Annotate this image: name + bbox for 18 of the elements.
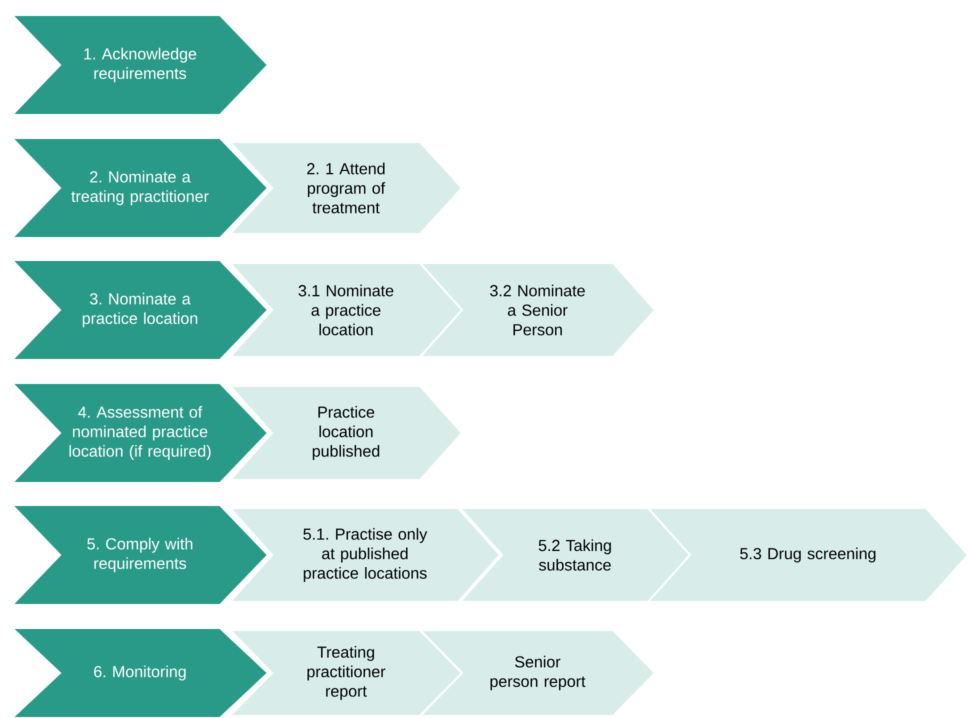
- step-box: 6. Monitoring: [9, 627, 270, 718]
- step-box: 3.2 Nominate a Senior Person: [418, 262, 656, 358]
- step-box: Senior person report: [418, 629, 656, 717]
- step-box: 5.3 Drug screening: [646, 507, 969, 603]
- node-label: 5.3 Drug screening: [740, 548, 876, 562]
- step-box: 5.1. Practise only at published practice locations: [228, 507, 502, 603]
- node-label: Treating practitioner report: [307, 646, 386, 700]
- step-box: 3.1 Nominate a practice location: [228, 262, 464, 358]
- step-box: 2. 1 Attend program of treatment: [228, 141, 464, 235]
- step-box: 2. Nominate a treating practitioner: [10, 137, 270, 239]
- node-label: Senior person report: [490, 656, 586, 690]
- step-box: 5. Comply with requirements: [10, 504, 270, 606]
- step-box: 4. Assessment of nominated practice location (if required): [10, 382, 270, 484]
- step-box: 1. Acknowledge requirements: [10, 14, 270, 116]
- step-box: 5.2 Taking substance: [458, 507, 692, 603]
- step-box: Practice location published: [228, 385, 464, 481]
- step-box: Treating practitioner report: [228, 629, 464, 717]
- step-box: 3. Nominate a practice location: [10, 259, 270, 361]
